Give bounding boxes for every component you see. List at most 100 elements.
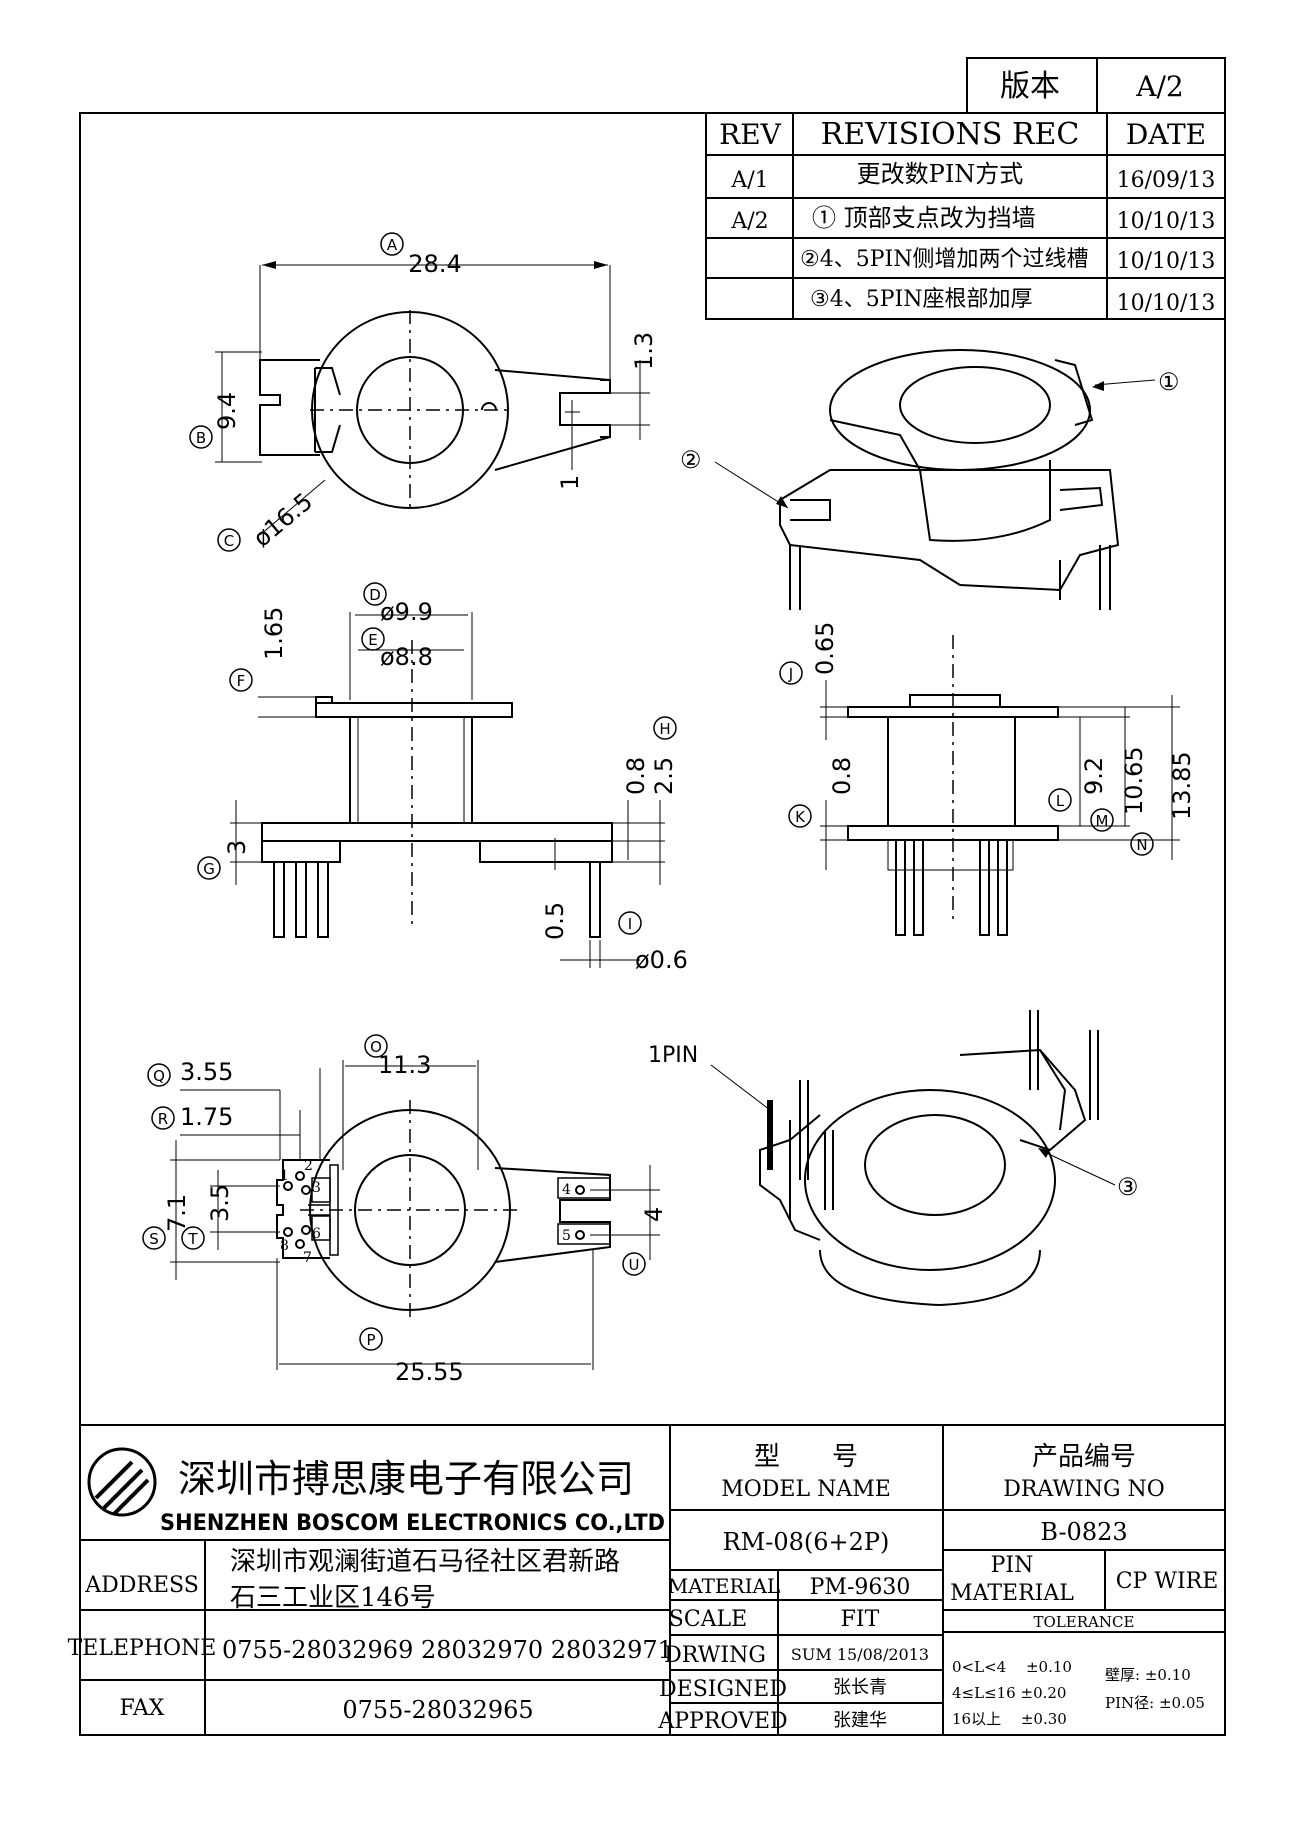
title-block: 深圳市搏思康电子有限公司 SHENZHEN BOSCOM ELECTRONICS… — [68, 1424, 1225, 1735]
telephone-value: 0755-28032969 28032970 28032971 — [222, 1636, 673, 1664]
dim-a: 28.4 — [408, 250, 461, 278]
company-name-en: SHENZHEN BOSCOM ELECTRONICS CO.,LTD — [160, 1511, 665, 1536]
dim-n: 13.85 — [1168, 751, 1196, 820]
marker-e: E — [361, 627, 385, 651]
material-value: PM-9630 — [810, 1575, 911, 1600]
company-logo-icon — [87, 1447, 157, 1517]
marker-h-letter: H — [659, 720, 670, 738]
fax-value: 0755-28032965 — [342, 1696, 533, 1724]
revision-table: REV REVISIONS REC DATE A/1 更改数PIN方式 16/0… — [705, 112, 1226, 320]
pin-material-label: MATERIAL — [950, 1581, 1074, 1606]
marker-i: I — [618, 911, 642, 935]
marker-e-letter: E — [368, 631, 377, 649]
date-row-3: 10/10/13 — [1117, 249, 1216, 274]
marker-n: N — [1130, 832, 1154, 856]
marker-g: G — [197, 856, 221, 880]
tolerance-1: 0<L<4 ±0.10 — [952, 1658, 1072, 1676]
top-view: 28.4 9.4 ø16.5 1.3 1 — [213, 250, 658, 553]
marker-h: H — [653, 716, 677, 740]
rev-row-2: A/2 — [730, 209, 768, 234]
callout-3: ③ — [1117, 1173, 1139, 1201]
marker-f: F — [229, 668, 253, 692]
dim-s: 7.1 — [163, 1194, 191, 1232]
dim-k: 0.8 — [828, 757, 856, 795]
marker-d-letter: D — [369, 586, 381, 604]
version-value: A/2 — [1135, 70, 1183, 103]
marker-j: J — [779, 661, 803, 685]
marker-d: D — [363, 582, 387, 606]
pin-label: PIN — [991, 1553, 1034, 1578]
dim-u: 4 — [640, 1207, 668, 1222]
drwing-value: SUM 15/08/2013 — [791, 1645, 929, 1664]
rec-row-2: ① 顶部支点改为挡墙 — [812, 204, 1036, 232]
model-value: RM-08(6+2P) — [723, 1528, 890, 1556]
marker-s-letter: S — [149, 1230, 159, 1248]
marker-k: K — [788, 804, 812, 828]
pin-label-3: 3 — [312, 1180, 321, 1196]
pin-label-4: 4 — [562, 1182, 571, 1198]
dim-t: 3.5 — [206, 1184, 234, 1222]
marker-a-letter: A — [387, 236, 398, 254]
marker-p: P — [359, 1327, 383, 1351]
isometric-top — [714, 349, 1156, 610]
wall-tolerance: 壁厚: ±0.10 — [1105, 1666, 1191, 1684]
rec-header: REVISIONS REC — [821, 117, 1080, 152]
pin-label-6: 6 — [312, 1226, 321, 1242]
pin-diameter-tolerance: PIN径: ±0.05 — [1105, 1694, 1205, 1712]
marker-g-letter: G — [203, 860, 215, 878]
tolerance-3: 16以上 ±0.30 — [952, 1710, 1067, 1728]
side-view: 0.65 0.8 9.2 10.65 13.85 — [811, 622, 1196, 936]
version-box: 版本 A/2 — [966, 57, 1226, 114]
dim-o: 11.3 — [378, 1051, 431, 1079]
pin-label-2: 2 — [304, 1158, 313, 1174]
isometric-bottom — [710, 1010, 1116, 1307]
drawing-label-en: DRAWING NO — [1003, 1477, 1165, 1502]
marker-j-letter: J — [788, 665, 793, 683]
marker-u-letter: U — [629, 1256, 640, 1274]
date-row-2: 10/10/13 — [1117, 209, 1216, 234]
marker-l: L — [1048, 788, 1072, 812]
pin-label-8: 8 — [280, 1238, 289, 1254]
sheet-border — [79, 112, 1226, 1736]
drawing-value: B-0823 — [1040, 1518, 1127, 1546]
front-view: ø9.9 ø8.8 1.65 3 0.8 2.5 0.5 ø0.6 — [223, 598, 688, 974]
marker-r-letter: R — [158, 1110, 168, 1128]
marker-q-letter: Q — [153, 1067, 165, 1085]
marker-t-letter: T — [187, 1230, 198, 1248]
date-header: DATE — [1126, 118, 1206, 151]
marker-a: A — [380, 232, 404, 256]
approved-label: APPROVED — [657, 1709, 787, 1734]
dim-g: 3 — [223, 840, 251, 855]
marker-c: C — [217, 528, 241, 552]
callout-2: ② — [680, 446, 702, 474]
side-pins — [887, 839, 1014, 936]
marker-s: S — [142, 1226, 166, 1250]
marker-o: O — [364, 1034, 388, 1058]
dimension-markers: A B C D E F G H I J K L M N O P Q R S T … — [142, 232, 1154, 1351]
marker-k-letter: K — [795, 808, 806, 826]
dim-i: ø0.6 — [635, 946, 688, 974]
drwing-label: DRWING — [664, 1643, 766, 1668]
approved-value: 张建华 — [833, 1710, 887, 1731]
fax-label: FAX — [120, 1696, 165, 1721]
model-label-en: MODEL NAME — [721, 1477, 891, 1502]
dim-m: 10.65 — [1120, 746, 1148, 815]
marker-b-letter: B — [196, 429, 206, 447]
telephone-label: TELEPHONE — [68, 1636, 217, 1661]
model-label-cn: 型 号 — [754, 1442, 858, 1472]
tolerance-label: TOLERANCE — [1034, 1613, 1135, 1631]
scale-value: FIT — [841, 1607, 880, 1632]
date-row-1: 16/09/13 — [1117, 168, 1216, 193]
marker-t: T — [181, 1226, 205, 1250]
dim-h: 2.5 — [650, 757, 678, 795]
callout-1pin: 1PIN — [648, 1043, 698, 1068]
designed-label: DESIGNED — [659, 1677, 787, 1702]
version-label: 版本 — [1000, 69, 1060, 104]
address-label: ADDRESS — [84, 1573, 199, 1598]
dim-p: 25.55 — [395, 1358, 464, 1386]
marker-b: B — [189, 425, 213, 449]
marker-n-letter: N — [1136, 836, 1147, 854]
pin-label-7: 7 — [303, 1250, 312, 1266]
dim-i-0-5: 0.5 — [541, 902, 569, 940]
